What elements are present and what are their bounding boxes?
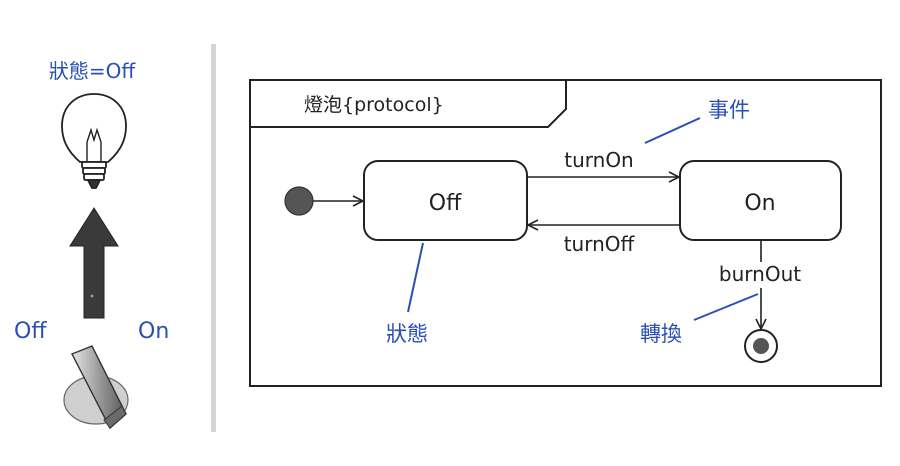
switch-label-off: Off	[14, 319, 47, 344]
annotation-event-leader	[644, 117, 701, 144]
annotation-state: 狀態	[386, 322, 428, 346]
annotations: 事件 狀態 轉換	[386, 98, 759, 346]
panel-divider	[211, 44, 216, 432]
final-state-core	[753, 338, 769, 354]
frame-title: 燈泡{protocol}	[304, 94, 444, 116]
annotation-event: 事件	[708, 98, 750, 122]
annotation-state-leader	[407, 242, 424, 313]
up-arrow-icon	[69, 207, 119, 319]
switch-label-on: On	[138, 319, 169, 344]
initial-pseudostate	[284, 186, 314, 216]
left-panel: 狀態=Off Off On	[14, 59, 169, 430]
transition-burn-out-label: burnOut	[719, 262, 801, 286]
annotation-transition: 轉換	[640, 322, 682, 346]
annotation-transition-leader	[693, 293, 759, 321]
transition-turn-off-label: turnOff	[564, 232, 636, 256]
frame-title-tab	[250, 80, 567, 128]
toggle-switch-icon[interactable]	[63, 345, 129, 430]
state-off	[363, 160, 528, 241]
burn-out-label-bg	[708, 262, 812, 288]
state-on-label: On	[744, 191, 775, 216]
light-bulb-icon	[61, 93, 127, 189]
transition-turn-on-label: turnOn	[564, 148, 633, 172]
state-caption: 狀態=Off	[49, 59, 136, 83]
state-machine-diagram: 燈泡{protocol} Off On turnOn turnOff burnO…	[249, 79, 882, 387]
state-off-label: Off	[429, 191, 462, 216]
